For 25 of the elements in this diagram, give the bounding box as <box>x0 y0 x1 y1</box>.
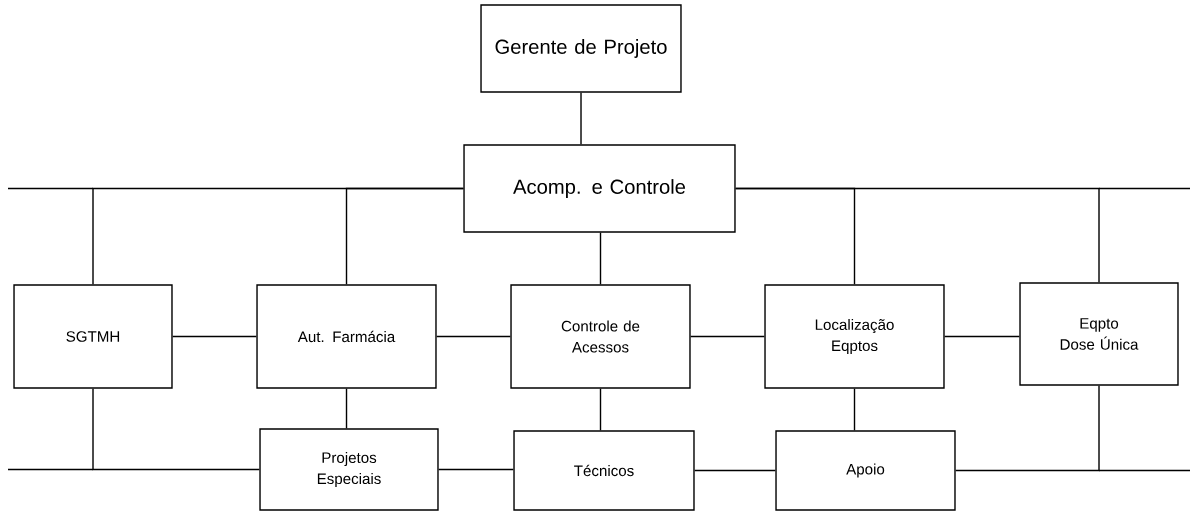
connector-line <box>172 335 258 338</box>
org-box: Apoio <box>775 430 956 511</box>
connector-line <box>345 187 465 286</box>
org-box: Técnicos <box>513 430 695 511</box>
connector-line <box>438 468 515 471</box>
connector-line <box>944 335 1021 338</box>
connector-line <box>853 388 856 431</box>
org-box: Projetos Especiais <box>259 428 439 511</box>
connector-line <box>694 469 777 472</box>
connector-line <box>599 388 602 431</box>
org-box: Aut. Farmácia <box>256 284 437 389</box>
org-box: SGTMH <box>13 284 173 389</box>
org-box: Acomp. e Controle <box>463 144 736 233</box>
org-box: Gerente de Projeto <box>480 4 682 93</box>
connector-line <box>690 335 766 338</box>
connector-line <box>436 335 512 338</box>
org-box: Localização Eqptos <box>764 284 945 389</box>
org-box: Eqpto Dose Única <box>1019 282 1179 386</box>
org-box: Controle de Acessos <box>510 284 691 389</box>
connector-line <box>955 385 1100 472</box>
connector-line <box>599 232 602 286</box>
connector-line <box>92 388 261 471</box>
connector-line <box>345 388 348 429</box>
connector-line <box>580 92 582 145</box>
connector-line <box>734 187 1100 283</box>
